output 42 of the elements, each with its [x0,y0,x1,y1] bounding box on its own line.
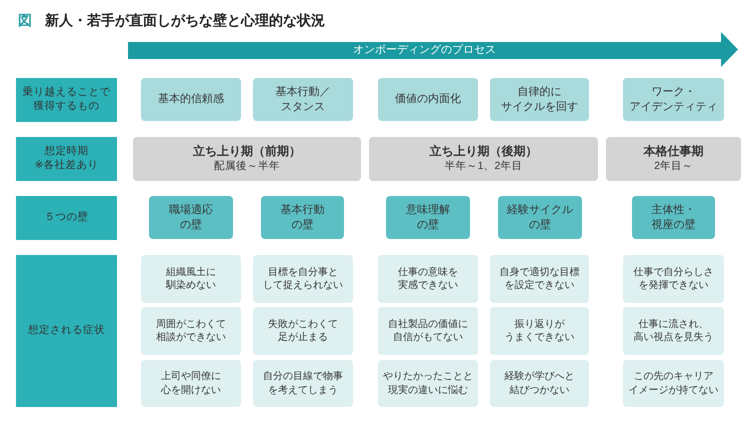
period-box [606,137,741,181]
symptom-box: 仕事で自分らしさを発揮できない [623,255,724,303]
wall-box: 経験サイクルの壁 [498,196,582,239]
row-header: 想定時期※各社差あり [16,137,117,181]
symptom-box: 振り返りがうまくできない [490,307,589,355]
goal-box: 価値の内面化 [378,78,478,121]
symptom-box: 経験が学びへと結びつかない [490,360,589,407]
goal-box: 自律的にサイクルを回す [490,78,589,121]
symptom-box: 組織風土に馴染めない [141,255,241,303]
symptom-box: やりたかったことと現実の違いに悩む [378,360,478,407]
symptom-box: 仕事の意味を実感できない [378,255,478,303]
goal-box: ワーク・アイデンティティ [623,78,724,121]
period-title: 本格仕事期 [644,144,704,160]
symptom-box: この先のキャリアイメージが持てない [623,360,724,407]
symptom-box: 自社製品の価値に自信がもてない [378,307,478,355]
symptom-box: 失敗がこわくて足が止まる [253,307,353,355]
period-range: 半年～1、2年目 [444,160,522,174]
period-range: 2年目～ [654,160,693,174]
period-box [133,137,361,181]
process-arrow [128,32,738,67]
symptom-box: 目標を自分事として捉えられない [253,255,353,303]
symptom-box: 周囲がこわくて相談ができない [141,307,241,355]
period-title: 立ち上り期（後期） [430,144,538,160]
period-title: 立ち上り期（前期） [193,144,301,160]
wall-box: 主体性・視座の壁 [632,196,715,239]
arrow-label: オンボーディングのプロセス [352,42,497,58]
symptom-box: 自分の目線で物事を考えてしまう [253,360,353,407]
figure-label: 図 [18,11,32,29]
goal-box: 基本的信頼感 [141,78,241,121]
symptom-box: 上司や同僚に心を開けない [141,360,241,407]
period-range: 配属後～半年 [214,160,280,174]
period-box [369,137,598,181]
row-header: 乗り越えることで獲得するもの [16,78,117,122]
wall-box: 職場適応の壁 [149,196,233,239]
row-header: 想定される症状 [16,255,117,407]
symptom-box: 自身で適切な目標を設定できない [490,255,589,303]
diagram-title: 新人・若手が直面しがちな壁と心理的な状況 [45,11,325,29]
row-header: ５つの壁 [16,196,117,240]
goal-box: 基本行動／スタンス [253,78,353,121]
wall-box: 基本行動の壁 [261,196,344,239]
wall-box: 意味理解の壁 [386,196,470,239]
symptom-box: 仕事に流され、高い視点を見失う [623,307,724,355]
